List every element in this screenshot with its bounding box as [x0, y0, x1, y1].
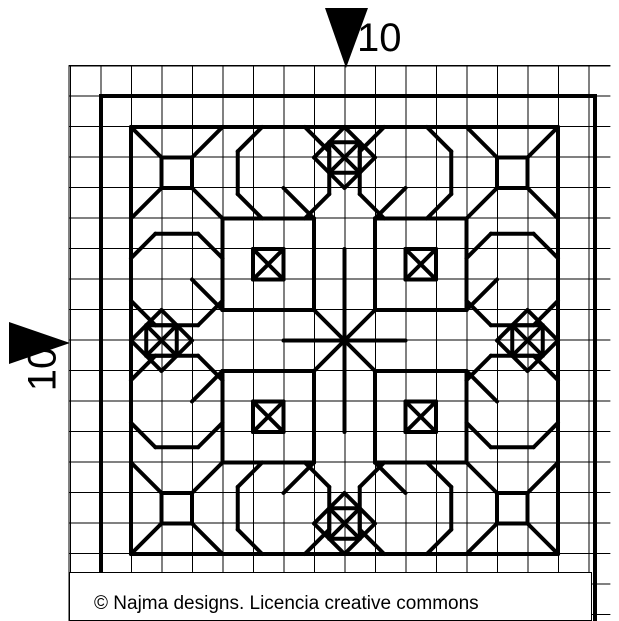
corner-diagonal	[467, 524, 498, 555]
octagon-edge	[198, 423, 222, 447]
corner-diagonal	[131, 188, 162, 219]
octagon-edge	[427, 194, 451, 218]
octagon-edge	[131, 234, 155, 258]
corner-diagonal	[131, 463, 162, 494]
connector	[284, 188, 315, 219]
connector	[284, 463, 315, 494]
corner-diagonal	[467, 463, 498, 494]
corner-diagonal	[528, 524, 559, 555]
left-stitch-count-label: 10	[22, 347, 62, 392]
octagon-edge	[131, 423, 155, 447]
octagon-edge	[427, 127, 451, 151]
corner-diagonal	[467, 127, 498, 158]
top-stitch-count-label: 10	[357, 18, 402, 58]
octagon-edge	[427, 530, 451, 554]
octagon-edge	[238, 463, 262, 487]
connector	[467, 280, 498, 311]
octagon-edge	[238, 530, 262, 554]
corner-diagonal	[192, 127, 223, 158]
corner-diagonal	[192, 463, 223, 494]
corner-diagonal	[528, 463, 559, 494]
octagon-edge	[534, 423, 558, 447]
connector	[192, 280, 223, 311]
corner-diagonal	[131, 524, 162, 555]
corner-diagonal	[192, 524, 223, 555]
connector	[192, 371, 223, 402]
corner-diagonal	[192, 188, 223, 219]
octagon-edge	[198, 234, 222, 258]
octagon-edge	[238, 127, 262, 151]
corner-diagonal	[467, 188, 498, 219]
octagon-edge	[534, 234, 558, 258]
corner-diagonal	[131, 127, 162, 158]
connector	[375, 463, 406, 494]
connector	[375, 188, 406, 219]
connector	[467, 371, 498, 402]
octagon-edge	[427, 463, 451, 487]
octagon-edge	[467, 234, 491, 258]
corner-diagonal	[528, 127, 559, 158]
copyright-text: © Najma designs. Licencia creative commo…	[94, 593, 479, 615]
corner-diagonal	[528, 188, 559, 219]
copyright-box: © Najma designs. Licencia creative commo…	[69, 572, 592, 621]
octagon-edge	[238, 194, 262, 218]
octagon-edge	[467, 423, 491, 447]
